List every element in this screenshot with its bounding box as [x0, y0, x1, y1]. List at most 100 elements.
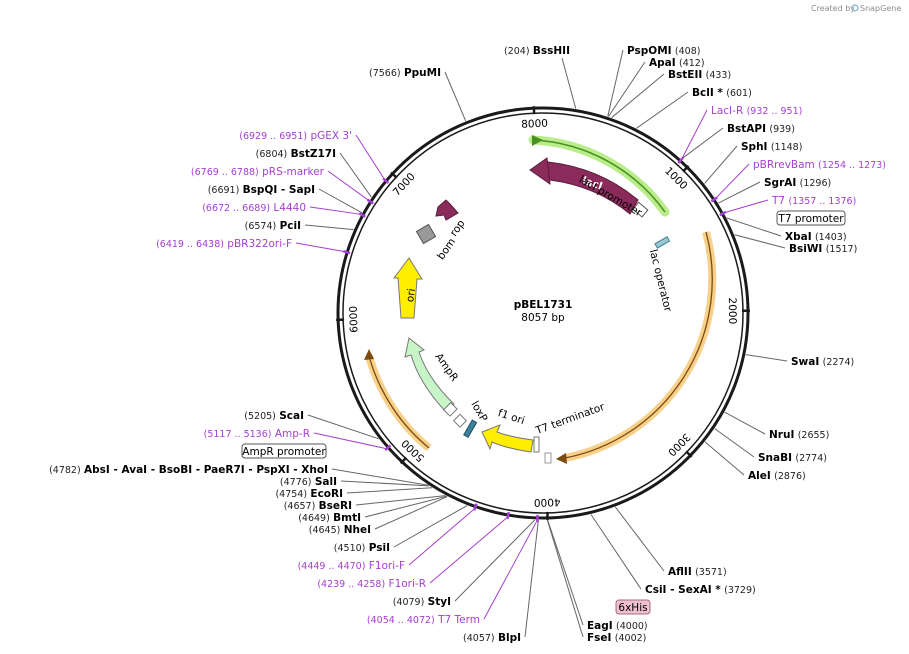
snapgene-logo-icon	[851, 4, 859, 12]
site-label-bsteii[interactable]: BstEII (433)	[668, 69, 731, 81]
ampr-arrow[interactable]	[404, 337, 455, 414]
leader-line	[726, 217, 782, 237]
site-label-f1orif[interactable]: (4449 .. 4470) F1ori-F	[298, 560, 405, 572]
site-label-nrui[interactable]: NruI (2655)	[769, 429, 829, 441]
lac-operator-box[interactable]	[654, 236, 671, 249]
t7-promoter-badge[interactable]	[776, 210, 846, 226]
lacI-promoter-box[interactable]	[632, 201, 649, 218]
site-name: AbsI - AvaI - BsoBI - PaeR7I - PspXI - X…	[84, 464, 328, 476]
site-position: (5205)	[244, 411, 276, 422]
backbone-inner-ring	[342, 112, 744, 514]
site-label-bstapi[interactable]: BstAPI (939)	[727, 123, 795, 135]
leader-line	[547, 519, 584, 626]
site-label-absi[interactable]: (4782) AbsI - AvaI - BsoBI - PaeR7I - Ps…	[49, 464, 328, 476]
f1-ori-arrow[interactable]	[481, 424, 534, 453]
leader-lines	[295, 49, 788, 638]
site-label-csi[interactable]: CsiI - SexAI * (3729)	[645, 584, 756, 596]
site-label-psii[interactable]: (4510) PsiI	[334, 542, 390, 554]
leader-line	[364, 495, 447, 518]
leader-line	[355, 495, 446, 506]
site-label-pspomi[interactable]: PspOMI (408)	[627, 45, 700, 57]
site-label-sgrai[interactable]: SgrAI (1296)	[764, 177, 831, 189]
loxp-box[interactable]	[463, 419, 478, 438]
ori-label: ori	[404, 288, 418, 303]
leader-line	[393, 505, 468, 548]
leader-line	[327, 170, 370, 202]
site-label-l4440[interactable]: (6672 .. 6689) L4440	[202, 202, 306, 214]
site-label-lacir[interactable]: LacI-R (932 .. 951)	[711, 105, 802, 117]
site-label-scai[interactable]: (5205) ScaI	[244, 410, 304, 422]
site-position: (6672 .. 6689)	[202, 203, 270, 214]
site-label-alei[interactable]: AleI (2876)	[748, 470, 806, 482]
leader-line	[715, 163, 750, 199]
leader-line	[734, 234, 786, 249]
site-label-bcli[interactable]: BclI * (601)	[692, 87, 752, 99]
site-label-sali[interactable]: (4776) SalI	[280, 476, 337, 488]
site-label-prsmarker[interactable]: (6769 .. 6788) pRS-marker	[191, 166, 325, 178]
site-label-aflii[interactable]: AflII (3571)	[668, 566, 727, 578]
site-label-pbr322[interactable]: (6419 .. 6438) pBR322ori-F	[156, 238, 292, 250]
site-label-t7[interactable]: T7 (1357 .. 1376)	[771, 195, 856, 207]
ampr-promoter-box[interactable]	[442, 401, 458, 417]
site-name: SgrAI	[764, 177, 796, 189]
site-label-blpi[interactable]: (4057) BlpI	[463, 632, 521, 644]
site-label-pgex3[interactable]: (6929 .. 6951) pGEX 3'	[239, 130, 352, 142]
site-label-swai[interactable]: SwaI (2274)	[791, 356, 854, 368]
t7-terminator-box[interactable]	[533, 436, 540, 453]
site-label-sphi[interactable]: SphI (1148)	[741, 141, 802, 153]
site-position: (4057)	[463, 633, 495, 644]
site-name: ApaI	[649, 57, 676, 69]
ampr-promoter-text: AmpR promoter	[242, 446, 326, 458]
site-name: pBRrevBam	[753, 159, 815, 171]
leader-line	[444, 71, 467, 122]
leader-line	[714, 428, 755, 458]
site-label-bsiwi[interactable]: BsiWI (1517)	[789, 243, 857, 255]
sixhis-badge[interactable]	[615, 599, 651, 615]
site-name: ScaI	[279, 410, 304, 422]
site-position: (1148)	[771, 142, 803, 153]
site-label-f1orir[interactable]: (4239 .. 4258) F1ori-R	[317, 578, 426, 590]
ampr-promoter-badge[interactable]	[241, 443, 327, 459]
site-label-xbai[interactable]: XbaI (1403)	[785, 231, 847, 243]
site-label-bspqi[interactable]: (6691) BspQI - SapI	[208, 184, 315, 196]
site-label-nhei[interactable]: (4645) NheI	[309, 524, 371, 536]
lacI-gene-arrow[interactable]	[544, 161, 639, 215]
site-label-bstz17i[interactable]: (6804) BstZ17I	[256, 148, 336, 160]
site-label-styi[interactable]: (4079) StyI	[393, 596, 451, 608]
site-position: (5117 .. 5136)	[204, 429, 272, 440]
f1-ori-label: f1 ori	[496, 407, 526, 427]
site-label-pcii[interactable]: (6574) PciI	[245, 220, 301, 232]
leader-line	[346, 487, 433, 494]
site-position: (601)	[726, 88, 752, 99]
tick-label: 6000	[348, 306, 361, 333]
site-label-bsshii[interactable]: (204) BssHII	[504, 45, 570, 57]
site-label-fsei[interactable]: FseI (4002)	[587, 632, 646, 644]
site-label-ampr_primer[interactable]: (5117 .. 5136) Amp-R	[204, 428, 310, 440]
site-label-ppumi[interactable]: (7566) PpuMI	[369, 67, 441, 79]
leader-line	[723, 199, 769, 214]
site-name: LacI-R	[711, 105, 743, 117]
site-label-apai[interactable]: ApaI (412)	[649, 57, 705, 69]
site-position: (939)	[769, 124, 795, 135]
site-position: (3571)	[695, 567, 727, 578]
site-name: SphI	[741, 141, 767, 153]
site-label-pbrrevbam[interactable]: pBRrevBam (1254 .. 1273)	[753, 159, 886, 171]
site-position: (932 .. 951)	[747, 106, 803, 117]
site-position: (412)	[679, 58, 705, 69]
site-position: (4239 .. 4258)	[317, 579, 385, 590]
site-name: PciI	[280, 220, 301, 232]
site-label-t7term[interactable]: (4054 .. 4072) T7 Term	[367, 614, 480, 626]
t7-small-box	[544, 452, 552, 464]
site-label-snabi[interactable]: SnaBI (2774)	[758, 452, 827, 464]
site-name: pGEX 3'	[310, 130, 352, 142]
rop-arrow[interactable]	[435, 199, 459, 221]
bom-box[interactable]	[415, 223, 437, 245]
site-label-eagi[interactable]: EagI (4000)	[587, 620, 648, 632]
site-label-bseri[interactable]: (4657) BseRI	[284, 500, 352, 512]
site-label-ecori[interactable]: (4754) EcoRI	[275, 488, 343, 500]
ori-arrow[interactable]	[393, 257, 423, 319]
primer-marker	[472, 503, 478, 511]
site-label-bmti[interactable]: (4649) BmtI	[298, 512, 361, 524]
tick-mark	[390, 171, 398, 179]
t7-region-glow	[564, 230, 717, 462]
